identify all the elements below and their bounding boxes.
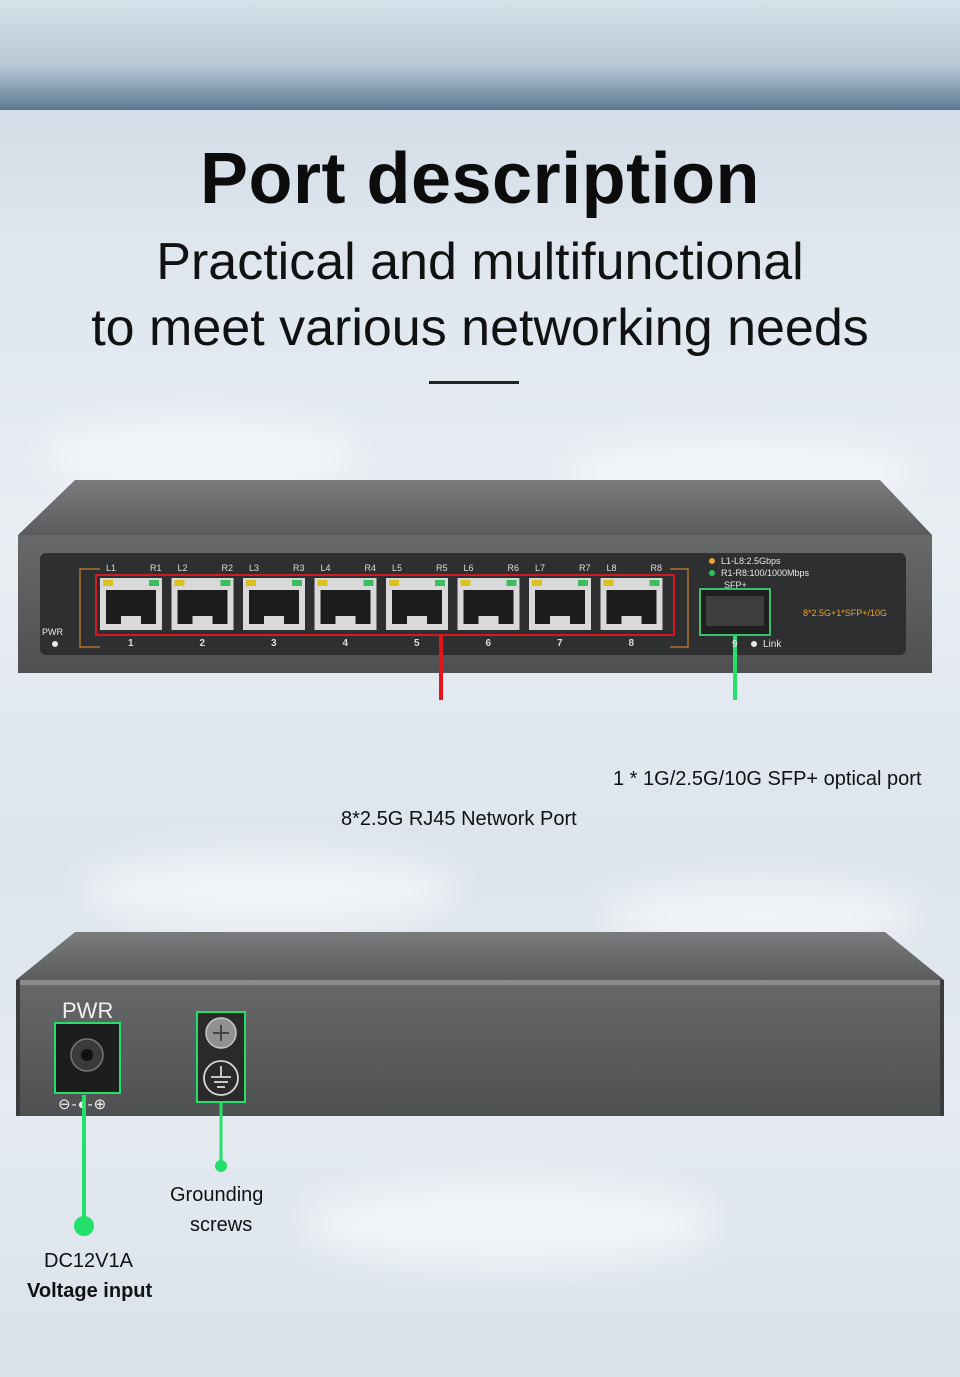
port-number: 4 — [342, 638, 349, 649]
rj45-port — [529, 578, 591, 630]
led-green — [292, 580, 302, 586]
rj45-port — [386, 578, 448, 630]
led-yellow — [317, 580, 328, 586]
page-title: Port description — [199, 139, 761, 219]
port-label-right: R1 — [150, 563, 162, 573]
led-yellow — [603, 580, 614, 586]
port-label-right: R7 — [579, 563, 591, 573]
sfp-callout-text: 1 * 1G/2.5G/10G SFP+ optical port — [613, 768, 922, 790]
led-green — [506, 580, 517, 586]
rj45-ports — [100, 578, 663, 630]
rj45-port — [171, 578, 234, 630]
grounding-callout-line1: Grounding — [170, 1184, 264, 1206]
port-number: 3 — [271, 638, 277, 649]
port-label-left: L2 — [177, 563, 188, 573]
port-label-right: R8 — [650, 563, 663, 573]
port-label-right: R4 — [364, 563, 377, 573]
port-label-right: R2 — [221, 563, 234, 573]
led-green — [149, 580, 159, 586]
port-label-left: L3 — [249, 563, 260, 573]
led-yellow — [460, 580, 471, 586]
port-label-left: L4 — [320, 563, 331, 573]
legend-led-orange — [709, 558, 715, 564]
voltage-callout-dot — [74, 1216, 94, 1236]
legend-led-green — [709, 570, 715, 576]
led-yellow — [174, 580, 185, 586]
port-label-left: L5 — [392, 563, 403, 573]
port-number: 6 — [485, 638, 492, 649]
legend-line-1: L1-L8:2.5Gbps — [721, 556, 781, 566]
ground-icon — [203, 1060, 239, 1096]
sfp-label: SFP+ — [724, 580, 747, 590]
led-green — [578, 580, 588, 586]
link-led — [751, 641, 757, 647]
link-label: Link — [763, 639, 782, 650]
port-label-left: L7 — [535, 563, 546, 573]
rear-top-surface — [16, 932, 944, 980]
rj45-callout-text: 8*2.5G RJ45 Network Port — [341, 808, 577, 830]
led-green — [220, 580, 231, 586]
pwr-label: PWR — [42, 627, 63, 637]
rj45-port — [243, 578, 305, 630]
voltage-callout-line1: DC12V1A — [44, 1250, 133, 1272]
port-group-frame — [79, 568, 100, 648]
port-label-right: R6 — [507, 563, 520, 573]
led-green — [363, 580, 374, 586]
subtitle-line-1: Practical and multifunctional — [156, 233, 804, 291]
grounding-callout-dot — [215, 1160, 227, 1172]
rj45-highlight-frame — [95, 574, 675, 636]
port-label-right: R3 — [293, 563, 305, 573]
port-label-left: L1 — [106, 563, 117, 573]
port-number: 2 — [199, 638, 206, 649]
screw-icon — [205, 1017, 237, 1049]
grounding-block — [196, 1011, 246, 1103]
port-number: 8 — [628, 638, 635, 649]
subtitle-line-2: to meet various networking needs — [91, 299, 869, 357]
port-label-left: L6 — [463, 563, 474, 573]
cloud — [40, 420, 360, 490]
led-yellow — [389, 580, 399, 586]
cloud — [300, 1180, 720, 1270]
rj45-port — [314, 578, 377, 630]
model-text: 8*2.5G+1*SFP+/10G — [803, 608, 888, 618]
legend-line-2: R1-R8:100/1000Mbps — [721, 568, 810, 578]
cloud — [80, 850, 460, 930]
led-yellow — [532, 580, 542, 586]
port-number: 5 — [414, 638, 420, 649]
rj45-port — [100, 578, 162, 630]
rear-pwr-label: PWR — [62, 998, 114, 1023]
voltage-callout-line2: Voltage input — [27, 1280, 153, 1302]
rj45-port — [457, 578, 520, 630]
switch-top-surface — [18, 480, 932, 535]
rear-face — [16, 980, 944, 1116]
sfp-port-number: 9 — [732, 639, 738, 650]
port-number: 1 — [128, 638, 134, 649]
pwr-led — [52, 641, 58, 647]
polarity-label: ⊖-◐-⊕ — [58, 1096, 108, 1113]
led-yellow — [246, 580, 256, 586]
voltage-callout-dot-svg — [74, 1216, 94, 1236]
top-banner — [0, 0, 960, 110]
led-green — [435, 580, 445, 586]
led-green — [649, 580, 660, 586]
port-label-left: L8 — [606, 563, 617, 573]
port-number: 7 — [557, 638, 563, 649]
rj45-port — [600, 578, 663, 630]
grounding-callout-line2: screws — [190, 1214, 253, 1236]
front-switch — [18, 480, 932, 700]
led-yellow — [103, 580, 113, 586]
title-divider — [429, 381, 519, 384]
power-jack-icon — [54, 1022, 121, 1094]
rear-switch — [16, 932, 944, 1220]
port-label-right: R5 — [436, 563, 448, 573]
